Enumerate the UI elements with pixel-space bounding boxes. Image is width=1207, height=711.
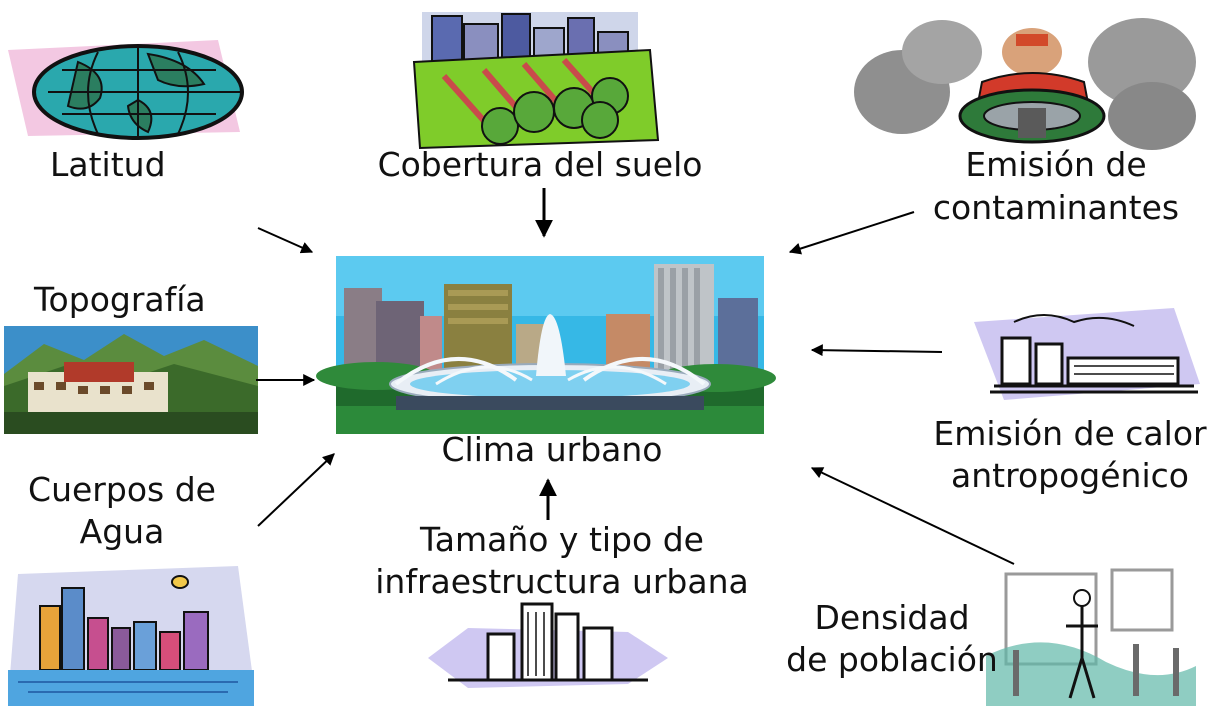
arrow-densidad <box>810 467 1015 565</box>
label-center-clima-urbano: Clima urbano <box>441 430 663 469</box>
label-cuerpos-agua-2: Agua <box>79 512 165 551</box>
label-emision-contaminantes-1: Emisión de <box>965 145 1147 184</box>
label-cuerpos-agua-1: Cuerpos de <box>28 470 216 509</box>
pedestrians-clipart <box>986 568 1196 706</box>
label-latitud: Latitud <box>50 145 166 184</box>
label-tamano-1: Tamaño y tipo de <box>420 520 704 559</box>
label-topografia: Topografía <box>34 280 206 319</box>
arrow-latitud <box>257 227 314 254</box>
waterfront-skyline-clipart <box>8 566 254 706</box>
label-densidad-2: de población <box>786 640 998 679</box>
arrow-contaminantes <box>788 211 915 255</box>
globe-clipart <box>8 40 244 140</box>
city-and-trees-clipart <box>412 12 660 150</box>
label-cobertura: Cobertura del suelo <box>377 145 703 184</box>
city-fountain-clipart <box>316 256 776 434</box>
driver-in-smog-clipart <box>854 18 1196 150</box>
label-emision-calor-1: Emisión de calor <box>933 414 1207 453</box>
arrow-agua <box>257 453 335 527</box>
label-tamano-2: infraestructura urbana <box>375 562 749 601</box>
arrow-calor <box>810 344 943 357</box>
mountain-palace-clipart <box>4 326 258 434</box>
label-emision-contaminantes-2: contaminantes <box>932 188 1180 227</box>
label-emision-calor-2: antropogénico <box>951 456 1189 495</box>
power-plant-clipart <box>974 308 1200 400</box>
label-densidad-1: Densidad <box>814 598 970 637</box>
city-buildings-clipart <box>428 602 668 688</box>
